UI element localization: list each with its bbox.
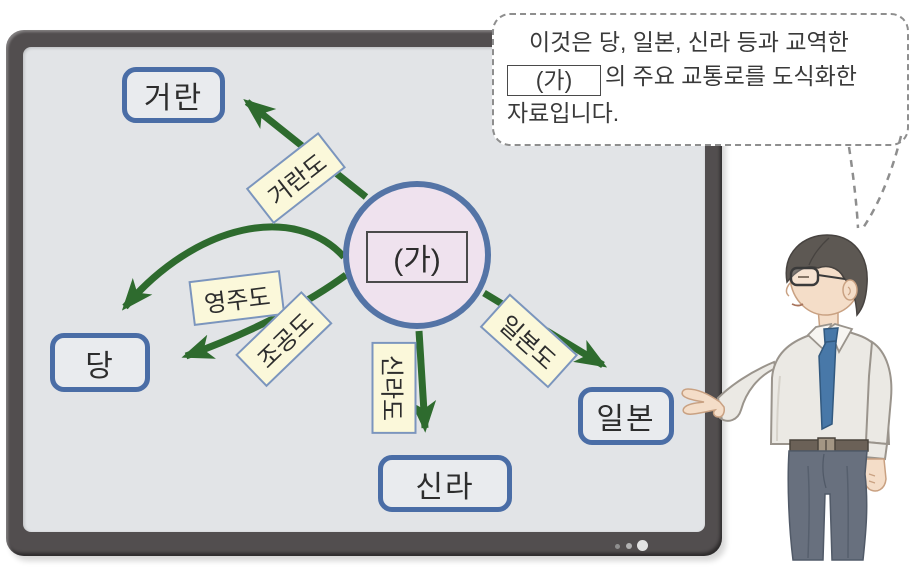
node-khitan-label: 거란 xyxy=(143,82,204,115)
bubble-blank-box: (가) xyxy=(507,65,601,96)
bubble-line2-text: 의 주요 교통로를 도식화한 xyxy=(605,63,857,89)
teacher-pants xyxy=(787,450,868,561)
teacher-hand xyxy=(681,388,725,418)
teacher-head xyxy=(785,234,868,317)
center-blank-label: (가) xyxy=(393,244,441,277)
bubble-line2: (가)의 주요 교통로를 도식화한 xyxy=(507,59,897,96)
frame-indicator-dot xyxy=(637,540,648,551)
node-silla-label: 신라 xyxy=(415,470,475,504)
node-japan-label: 일본 xyxy=(596,403,656,436)
speech-bubble: 이것은 당, 일본, 신라 등과 교역한 (가)의 주요 교통로를 도식화한 자… xyxy=(492,13,909,146)
bubble-line3: 자료입니다. xyxy=(507,100,620,126)
teacher-extended-arm xyxy=(681,360,778,422)
node-khitan: 거란 xyxy=(122,67,225,123)
teacher-hair xyxy=(785,234,868,317)
node-tang: 당 xyxy=(50,333,150,392)
teacher-right-arm xyxy=(862,340,893,492)
center-blank-box: (가) xyxy=(366,231,468,283)
bubble-line1: 이것은 당, 일본, 신라 등과 교역한 xyxy=(529,29,849,55)
route-label-silla-do: 신라도 xyxy=(371,341,417,435)
teacher-illustration xyxy=(681,234,893,561)
node-japan: 일본 xyxy=(578,387,674,445)
frame-indicator-dot xyxy=(626,543,632,549)
teacher-tie xyxy=(818,327,839,431)
node-silla: 신라 xyxy=(378,455,512,512)
center-circle: (가) xyxy=(343,181,491,329)
node-tang-label: 당 xyxy=(85,349,115,383)
frame-indicator-dot xyxy=(615,544,620,549)
